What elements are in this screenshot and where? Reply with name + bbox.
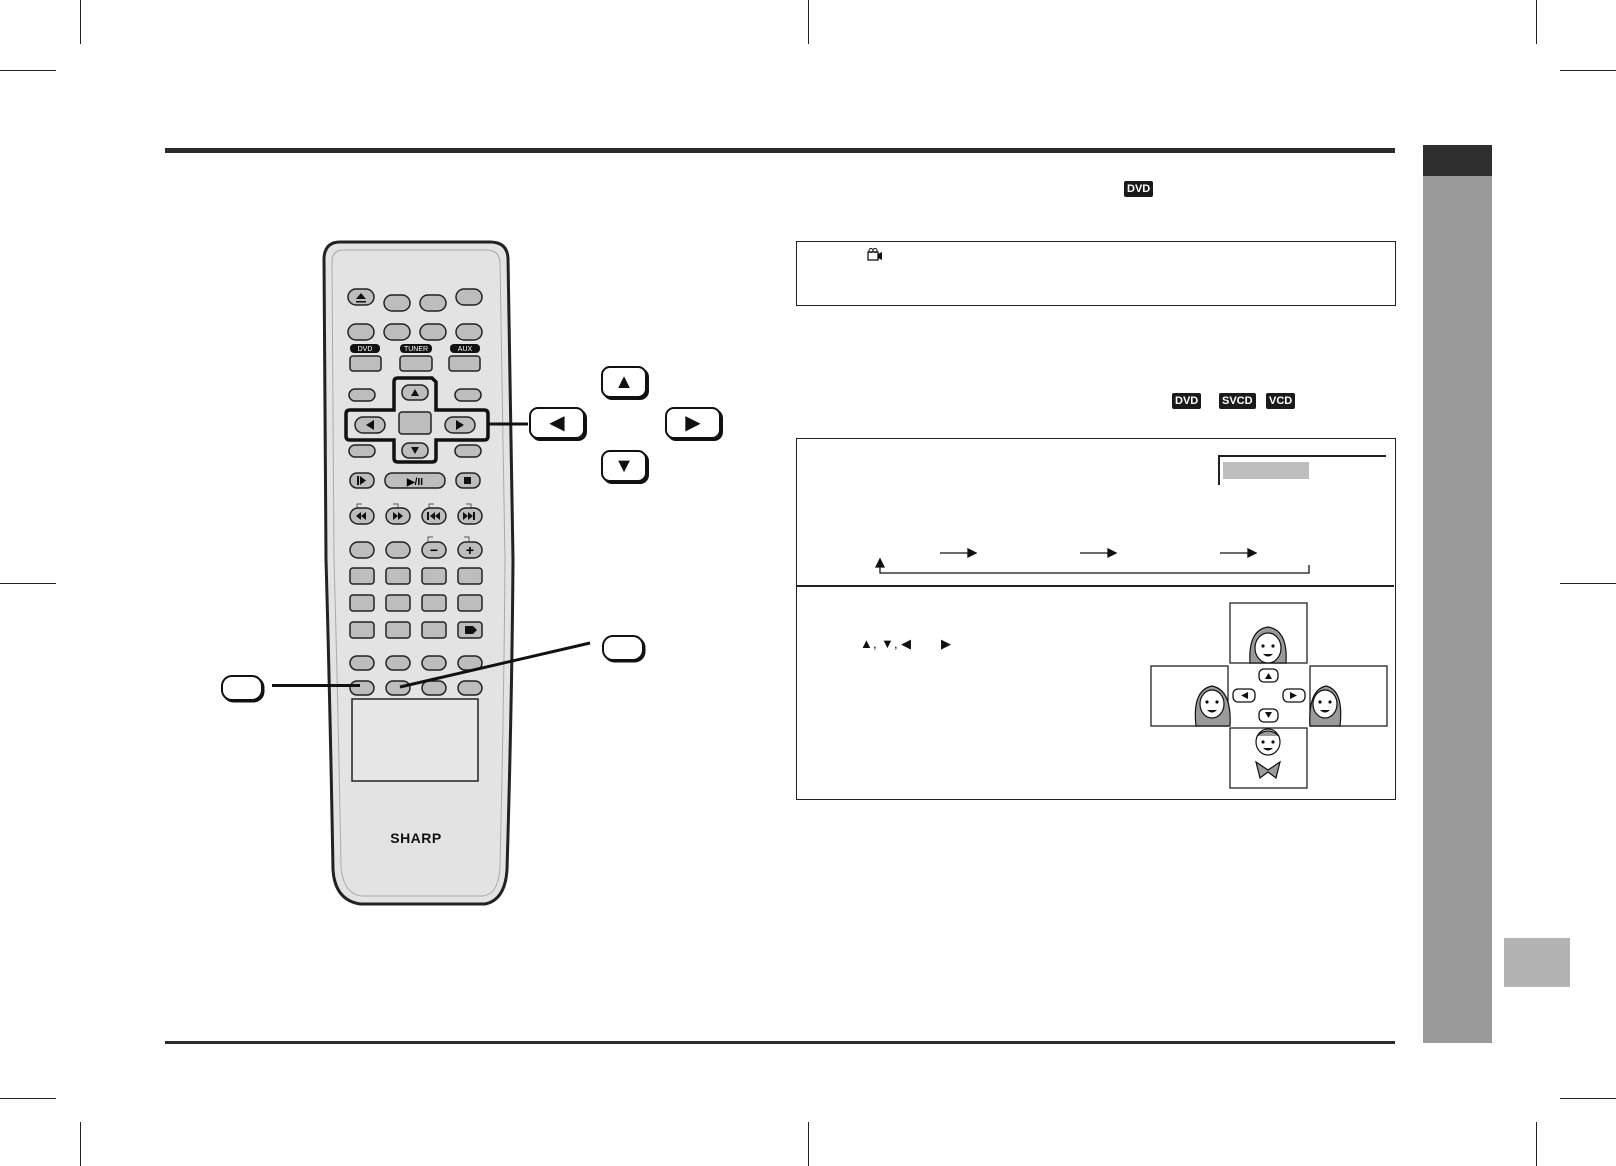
crop-mark: [1560, 1098, 1616, 1099]
sharp-logo: SHARP: [390, 830, 442, 846]
crop-mark: [80, 1122, 81, 1166]
dvd-badge: DVD: [1172, 393, 1202, 409]
right-callout-button: [602, 635, 644, 661]
step-down-glyph: ▼: [881, 636, 894, 651]
crop-mark: [808, 1122, 809, 1166]
remote-enter-button: [398, 411, 432, 435]
girl-face-left: [1194, 685, 1231, 727]
svg-text:+: +: [466, 542, 474, 558]
remote-control-illustration: DVD TUNER AUX ▶/II − +: [322, 240, 591, 906]
aux-source-label: AUX: [458, 346, 473, 353]
svcd-badge: SVCD: [1219, 393, 1256, 409]
up-arrow-key: ▲: [601, 366, 647, 398]
girl-face-top: [1249, 626, 1287, 664]
right-arrow-icon: ▶: [685, 412, 701, 434]
pan-illustration: [1150, 602, 1388, 789]
volume-up-button: [457, 541, 483, 559]
down-arrow-icon: ▼: [614, 455, 634, 477]
camera-angle-icon: [867, 248, 882, 261]
eject-icon: [356, 293, 366, 303]
left-arrow-key: ◀: [529, 407, 585, 439]
crop-mark: [808, 0, 809, 44]
volume-down-button: [421, 541, 447, 559]
vcd-badge: VCD: [1266, 393, 1296, 409]
remote-right-callout-button: [385, 680, 411, 696]
left-callout-button: [221, 675, 263, 701]
step-sep: ,: [873, 636, 877, 651]
svg-text:−: −: [430, 542, 438, 558]
crop-mark: [0, 583, 56, 584]
step-right-glyph: ▶: [941, 636, 951, 651]
osd-frame-top: [1218, 455, 1386, 457]
dvd-source-label: DVD: [358, 346, 373, 353]
right-arrow-key: ▶: [665, 407, 721, 439]
down-arrow-key: ▼: [601, 450, 647, 482]
tuner-source-label: TUNER: [404, 346, 428, 353]
girl-face-bottom: [1255, 728, 1281, 780]
svg-text:▶/II: ▶/II: [406, 477, 423, 488]
left-arrow-icon: ◀: [549, 412, 565, 434]
step-sep: ,: [894, 636, 898, 651]
crop-mark: [1560, 583, 1616, 584]
up-arrow-icon: ▲: [614, 371, 634, 393]
osd-frame-left: [1218, 455, 1220, 485]
crop-mark: [0, 70, 56, 71]
chapter-side-tab: [1423, 145, 1492, 1043]
osd-zoom-indicator: [1223, 462, 1309, 479]
chapter-side-tab-header: [1423, 145, 1492, 176]
angle-note-box: [796, 241, 1396, 306]
step-up-glyph: ▲: [860, 636, 873, 651]
zoom-cycle-diagram: [874, 547, 1310, 574]
crop-mark: [1536, 1122, 1537, 1166]
girl-face-right: [1309, 685, 1342, 727]
play-pause-button: [384, 472, 446, 489]
step-left-glyph: ◀: [901, 636, 911, 651]
crop-mark: [1560, 70, 1616, 71]
remote-lower-panel: [351, 698, 479, 782]
header-rule: [165, 148, 1395, 153]
footer-rule: [165, 1041, 1395, 1044]
crop-mark: [1536, 0, 1537, 44]
crop-mark: [0, 1098, 56, 1099]
callout-line-left: [272, 684, 360, 687]
cursor-pad-outline: [344, 376, 490, 464]
crop-mark: [80, 0, 81, 44]
step-divider: [797, 585, 1394, 587]
page-index-block: [1504, 938, 1570, 987]
dvd-badge: DVD: [1124, 181, 1154, 197]
